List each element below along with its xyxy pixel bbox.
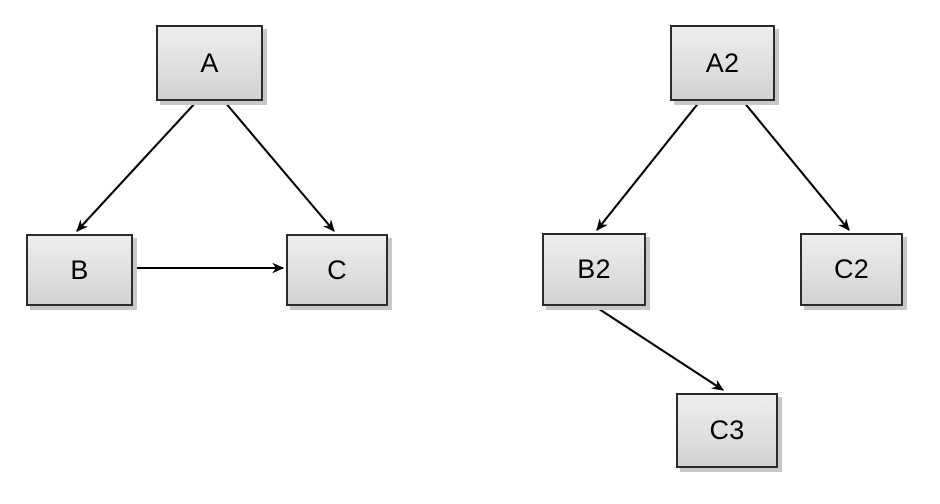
node-label-a2: A2 [705,47,740,78]
node-label-b: B [70,254,89,285]
node-label-b2: B2 [577,254,611,284]
edge-b2-to-c3[interactable] [595,306,723,391]
node-label-c2: C2 [834,254,869,284]
edge-a2-to-c2[interactable] [742,100,850,230]
node-a2[interactable]: A2 [670,25,775,101]
node-label-a: A [200,47,219,78]
node-c[interactable]: C [286,234,388,306]
edge-a2-to-b2[interactable] [596,100,701,230]
node-b[interactable]: B [26,234,133,306]
node-c2[interactable]: C2 [800,233,903,306]
edge-a-to-b[interactable] [77,100,198,231]
node-b2[interactable]: B2 [542,233,646,306]
node-label-c: C [327,254,347,285]
node-a[interactable]: A [156,25,263,101]
node-c3[interactable]: C3 [676,393,778,468]
node-label-c3: C3 [709,415,745,445]
edges-group [77,100,850,391]
edge-a-to-c[interactable] [223,100,335,231]
